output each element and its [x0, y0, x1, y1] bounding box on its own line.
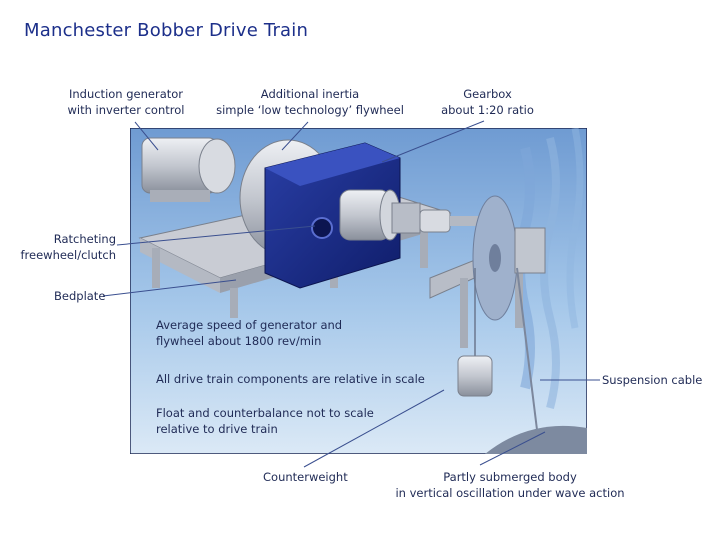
counterweight — [457, 268, 493, 397]
submerged-body — [485, 425, 587, 454]
wave-pattern — [566, 128, 584, 329]
ratchet-label: Ratcheting freewheel/clutch — [20, 232, 116, 262]
bedplate-label: Bedplate — [54, 289, 106, 303]
ratchet-clutch — [339, 189, 421, 241]
suspension-cable-label: Suspension cable — [602, 373, 703, 387]
drive-train-illustration — [130, 128, 587, 454]
induction-generator — [141, 137, 236, 202]
page-title: Manchester Bobber Drive Train — [24, 20, 309, 41]
generator-label: Induction generator with inverter contro… — [67, 87, 185, 117]
note-float: Float and counterbalance not to scale re… — [156, 406, 374, 436]
flywheel-label: Additional inertia simple ‘low technolog… — [216, 87, 404, 117]
submerged-body-label: Partly submerged body in vertical oscill… — [395, 470, 625, 500]
note-speed: Average speed of generator and flywheel … — [156, 318, 343, 348]
gearbox — [264, 142, 401, 289]
counterweight-label: Counterweight — [263, 470, 348, 484]
cable-pulley — [472, 195, 546, 321]
gearbox-label: Gearbox about 1:20 ratio — [441, 87, 534, 117]
output-shaft — [419, 209, 490, 233]
suspension-cable — [516, 267, 541, 454]
note-scale: All drive train components are relative … — [156, 372, 425, 386]
